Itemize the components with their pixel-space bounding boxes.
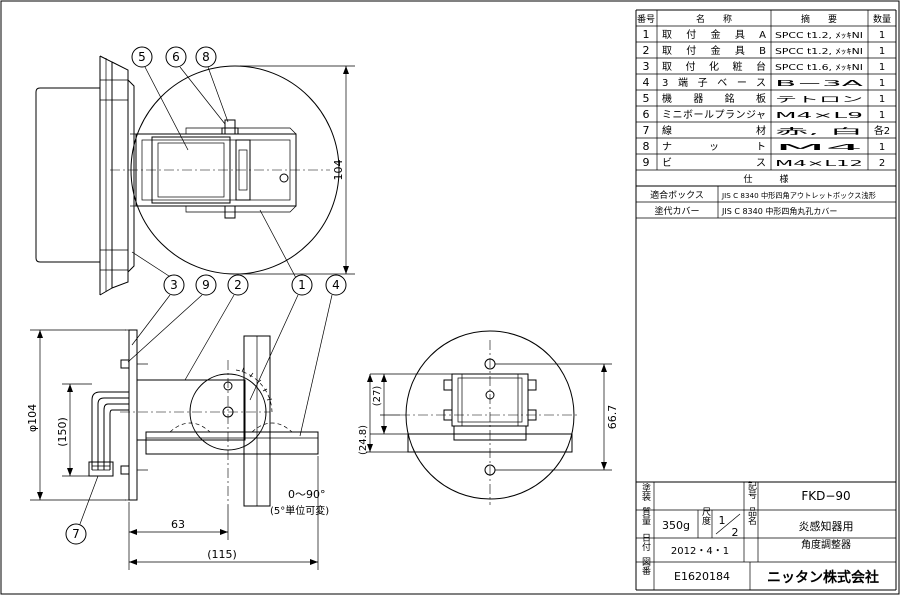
dim-angle-note: (5°単位可変) [270,504,329,517]
part-row-6-spec: M4×L9 [775,111,863,120]
date-label: 日付 [640,533,651,552]
header-spec: 摘 要 [801,13,837,25]
part-row-4-no: 4 [643,76,650,89]
callout-7: 7 [65,475,99,545]
part-row-4-qty: 1 [879,78,885,89]
dim-104-right: 104 [332,160,345,181]
code-value: FKD−90 [801,489,850,503]
scale-num: 1 [719,514,726,527]
drawing-no-label: 図番 [640,557,651,575]
spec-value-cover: JIS C 8340 中形四角丸孔カバー [721,206,837,216]
scale-den: 2 [732,526,739,539]
header-name: 名 称 [696,13,732,25]
dim-66-7: 66.7 [606,405,619,430]
part-row-4-name: 3端子ベース [662,76,766,89]
svg-text:2: 2 [234,278,242,292]
spec-value-box: JIS C 8340 中形四角アウトレットボックス浅形 [721,191,876,200]
mass-value: 350g [662,519,690,532]
part-row-3-name: 取付化粧台 [662,60,766,73]
name-line2: 角度調整器 [801,538,851,551]
drawing-no: E1620184 [674,570,730,583]
dim-115: (115) [207,548,237,561]
svg-text:1: 1 [298,278,306,292]
part-row-2-qty: 1 [879,46,885,57]
part-row-5-qty: 1 [879,94,885,105]
part-row-9-no: 9 [643,156,650,169]
mass-label: 質量 [640,506,651,525]
part-row-8-name: ナット [662,141,766,153]
callout-5: 5 [131,46,189,151]
svg-text:6: 6 [172,50,180,64]
callout-1: 1 [249,274,313,401]
company-logo: ニッタン株式会社 [767,569,879,586]
cover-circle [130,65,340,275]
code-label: 記号 [746,480,757,500]
part-row-6-no: 6 [643,108,650,121]
part-row-2-no: 2 [643,44,650,57]
part-row-6-name: ミニボールプランジャ [662,109,766,121]
part-row-6-qty: 1 [879,110,885,121]
header-qty: 数量 [873,13,891,25]
callout-9: 9 [127,274,217,363]
svg-text:4: 4 [332,278,340,292]
spec-label-cover: 塗代カバー [654,205,699,217]
dim-24-8: (24.8) [358,425,369,455]
dim-150: (150) [56,417,69,447]
part-row-8-spec: M4 [775,143,863,152]
part-row-5-spec: テトロン [775,95,863,104]
part-row-8-no: 8 [643,140,650,153]
dim-63: 63 [171,518,185,531]
scale-label: 尺度 [700,507,711,526]
callout-6: 6 [165,46,226,125]
part-row-5-no: 5 [643,92,650,105]
callout-4: 4 [299,274,347,437]
part-row-7-name: 線材 [662,124,766,137]
date-value: 2012・4・1 [671,546,729,557]
svg-text:3: 3 [170,278,178,292]
dim-phi104: φ104 [26,404,39,432]
part-row-5-name: 機器銘板 [662,92,766,105]
part-row-3-qty: 1 [879,62,885,73]
top-view: 104 5 6 8 [35,46,355,296]
part-row-2-name: 取付金具B [662,44,766,57]
part-row-4-spec: B−3A [775,79,865,88]
front-view: (27) (24.8) 66.7 [358,330,619,505]
part-row-1-name: 取付金具A [662,28,766,41]
part-row-3-spec: SPCC t1.6, ﾒｯｷNI [775,63,863,72]
part-row-3-no: 3 [643,60,650,73]
part-row-1-qty: 1 [879,30,885,41]
part-row-1-no: 1 [643,28,650,41]
nameplate [151,136,231,204]
svg-text:7: 7 [72,527,80,541]
dim-angle: 0〜90° [288,488,326,501]
side-view: φ104 (150) 63 (115) 0〜90° (5°単位可変) 3 9 [26,274,347,570]
callout-3: 3 [131,274,185,346]
name-label: 品名 [746,507,757,526]
title-block: 塗装 記号 FKD−90 質量 350g 尺度 1 2 品名 炎感知器用 角度調… [636,10,897,591]
box-outline [35,87,100,263]
header-no: 番号 [637,13,655,25]
spec-header: 仕 様 [743,173,788,185]
dim-27: (27) [372,386,383,407]
svg-text:8: 8 [202,50,210,64]
spec-label-box: 適合ボックス [650,189,704,201]
part-row-7-no: 7 [643,124,650,137]
part-row-9-spec: M4×L12 [775,159,863,168]
part-row-1-spec: SPCC t1.2, ﾒｯｷNI [775,31,863,40]
name-line1: 炎感知器用 [799,519,854,533]
svg-text:5: 5 [138,50,146,64]
paint-label: 塗装 [640,482,651,502]
callout-2: 2 [184,274,249,381]
part-row-7-qty: 各2 [874,124,890,137]
svg-text:9: 9 [202,278,210,292]
part-row-8-qty: 1 [879,142,885,153]
callout-8: 8 [195,46,229,123]
part-row-2-spec: SPCC t1.2, ﾒｯｷNI [775,47,863,56]
part-row-7-spec: 赤, 白 [775,126,863,136]
part-row-9-name: ビス [662,157,766,169]
part-row-9-qty: 2 [879,158,885,169]
